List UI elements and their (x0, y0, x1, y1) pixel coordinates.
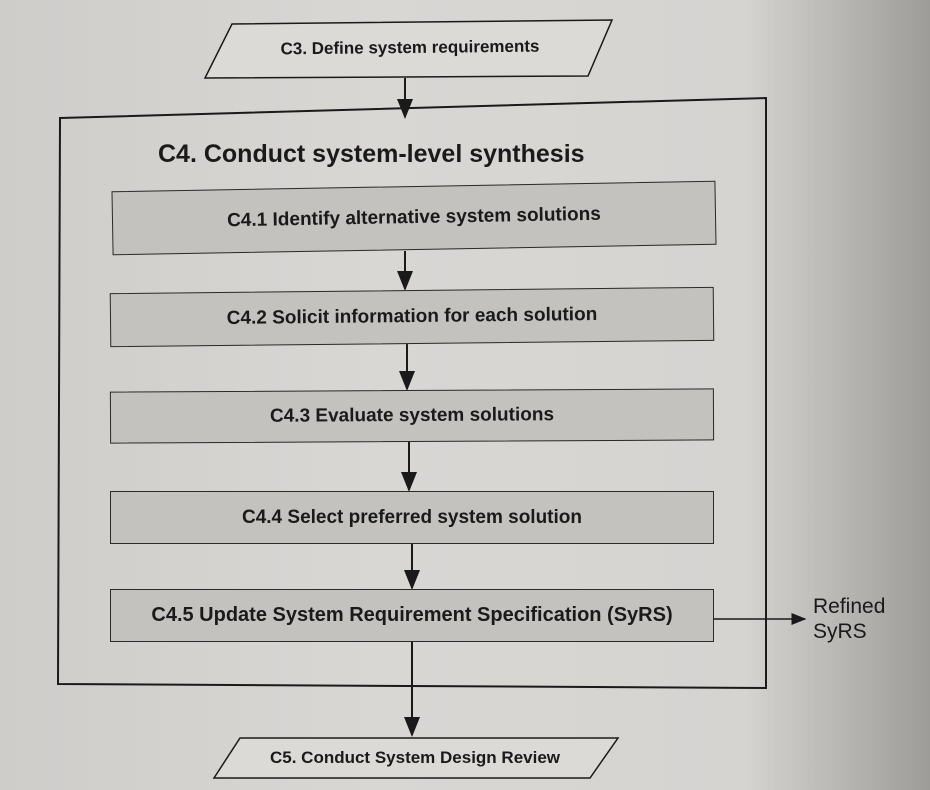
process-title: C4. Conduct system-level synthesis (158, 140, 585, 168)
output-line-1: Refined (813, 595, 886, 618)
step-c4-3: C4.3 Evaluate system solutions (109, 388, 715, 444)
next-step-parallelogram (212, 737, 620, 779)
input-parallelogram (203, 19, 614, 79)
output-line-2: SyRS (813, 620, 867, 643)
next-step-label: C5. Conduct System Design Review (269, 748, 561, 767)
step-c4-1: C4.1 Identify alternative system solutio… (111, 180, 717, 256)
process-frame (56, 96, 767, 690)
input-step-label: C3. Define system requirements (280, 36, 540, 59)
step-c4-4: C4.4 Select preferred system solution (110, 491, 714, 544)
output-label: Refined SyRS (813, 594, 885, 644)
step-c4-2: C4.2 Solicit information for each soluti… (109, 286, 715, 348)
step-c4-5: C4.5 Update System Requirement Specifica… (110, 589, 714, 642)
